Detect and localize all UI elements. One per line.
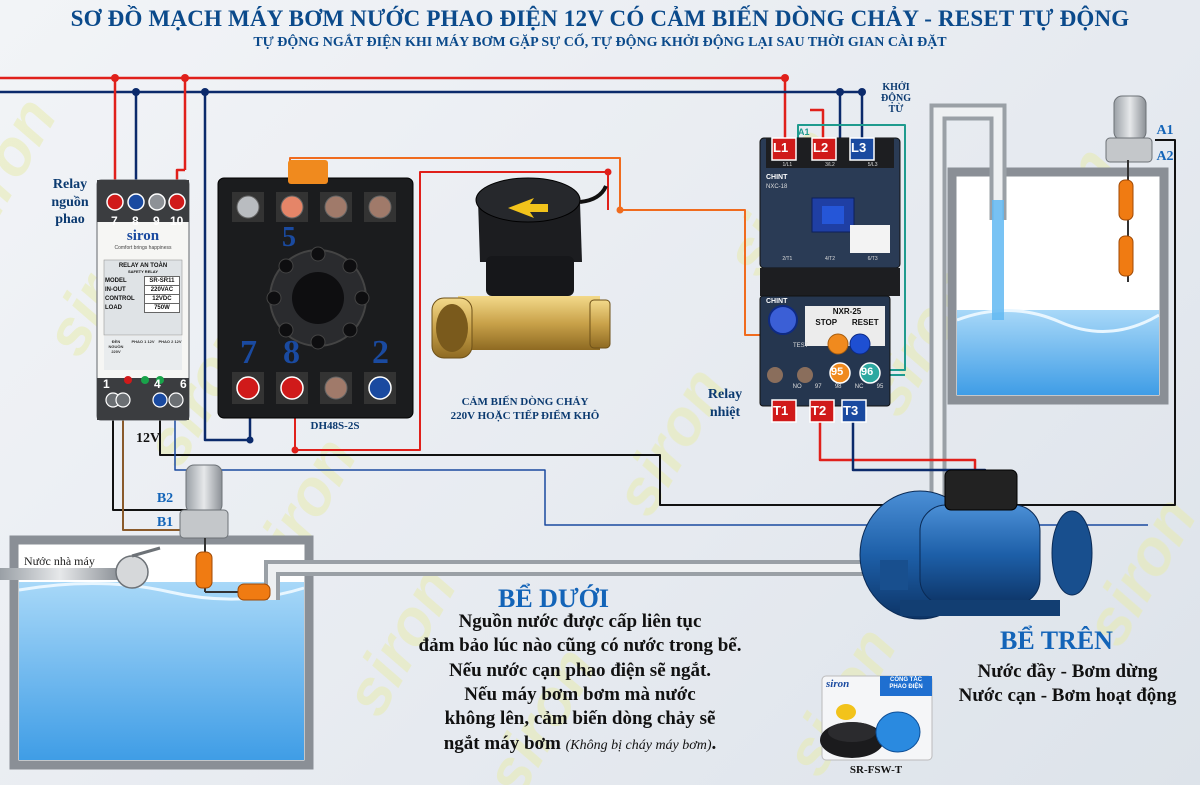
thermal-test: TEST	[793, 343, 809, 349]
diagram-title: SƠ ĐỒ MẠCH MÁY BƠM NƯỚC PHAO ĐIỆN 12V CÓ…	[70, 6, 1130, 31]
upper-float-a2: A2	[1156, 149, 1174, 164]
suction-pipe	[264, 560, 880, 600]
diagram-subtitle: TỰ ĐỘNG NGẮT ĐIỆN KHI MÁY BƠM GẶP SỰ CỐ,…	[253, 35, 947, 50]
wire-junctions	[111, 74, 866, 454]
product-caption: SR-FSW-T	[849, 764, 903, 776]
timer-pin-2: 2	[372, 334, 389, 371]
contactor-brand: CHINT	[766, 174, 788, 181]
lower-float-b2: B2	[156, 491, 174, 506]
relay-voltage-label: 12V	[135, 431, 161, 446]
flow-sensor	[431, 177, 611, 359]
relay-indicator-labels: ĐÈN NGUỒN 220V PHAO 1 12V PHAO 2 12V	[108, 339, 182, 354]
thermal-relay-label: Relay nhiệt	[707, 387, 743, 420]
thermal-brand: CHINT	[766, 298, 788, 305]
upper-tank-heading: BỂ TRÊN	[1000, 626, 1113, 655]
relay-brand: siron	[126, 228, 160, 244]
timer-socket	[217, 160, 414, 419]
contactor-terminals	[771, 137, 875, 161]
timer-pin-8: 8	[283, 334, 300, 371]
timer-pin-7: 7	[240, 334, 257, 371]
inlet-label: Nước nhà máy	[24, 554, 95, 568]
relay-brand-tag: Comfort brings happiness	[114, 245, 172, 251]
thermal-contact-95: 95	[831, 366, 844, 378]
flow-sensor-caption: CẢM BIẾN DÒNG CHẢY 220V HOẶC TIẾP ĐIỂM K…	[450, 396, 600, 422]
lower-float-b1: B1	[156, 515, 174, 530]
upper-tank-description: Nước đầy - Bơm dừng Nước cạn - Bơm hoạt …	[958, 661, 1177, 707]
thermal-relay	[759, 295, 891, 423]
product-brand: siron	[826, 678, 850, 690]
thermal-contact-96: 96	[861, 366, 874, 378]
riser-pipe	[929, 103, 1007, 500]
relay-brand-block: siron Comfort brings happiness	[100, 228, 186, 251]
lower-tank-description: Nguồn nước được cấp liên tục đảm bảo lúc…	[418, 611, 742, 754]
start-label: KHỞI ĐỘNG TỪ	[881, 82, 911, 115]
timer-pin-5: 5	[282, 222, 296, 253]
contactor-model: NXC-18	[766, 184, 788, 190]
upper-float-a1: A1	[1156, 123, 1174, 138]
lower-tank	[0, 535, 314, 770]
thermal-model: NXR-25	[832, 307, 862, 316]
float-switch-product	[820, 675, 933, 761]
relay-bottom-terminals	[105, 376, 184, 408]
upper-float-switch	[1105, 95, 1153, 282]
contactor-a1-label: A1	[798, 127, 810, 137]
water-pump	[859, 469, 1093, 620]
product-box-label: CÔNG TẮC PHAO ĐIỆN	[889, 677, 923, 691]
timer-model-label: DH48S-2S	[310, 420, 360, 432]
lower-float-switch	[179, 464, 271, 601]
lower-tank-heading: BỂ DƯỚI	[498, 584, 609, 613]
relay-float-label: Relay nguồn phao	[51, 177, 89, 227]
relay-top-terminals	[106, 193, 186, 211]
